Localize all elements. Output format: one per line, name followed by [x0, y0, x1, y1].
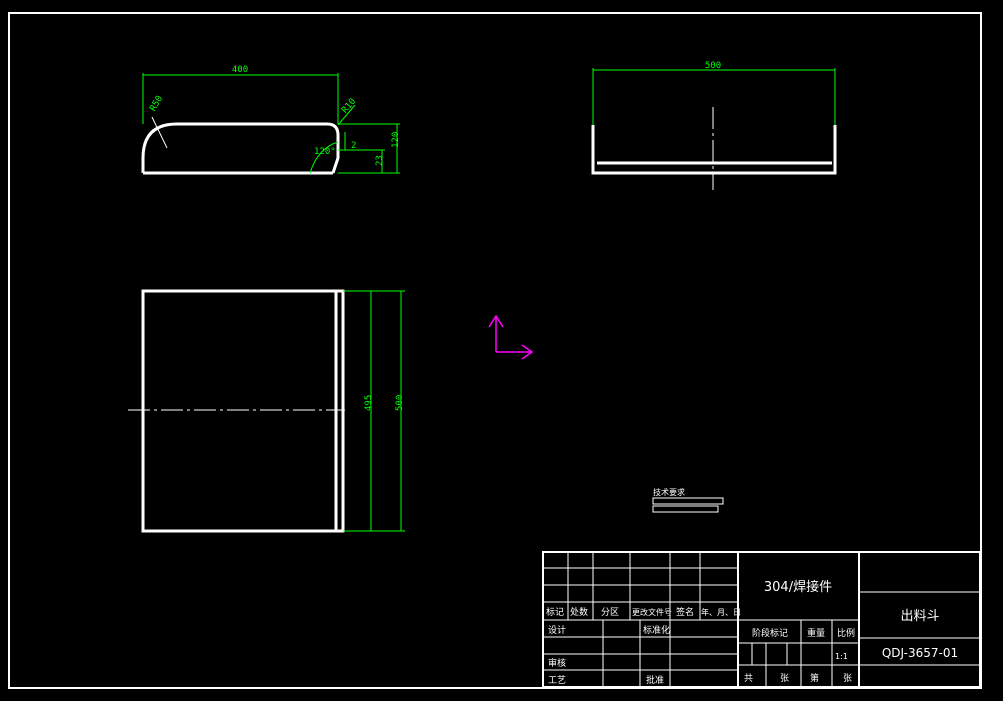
part-name: 出料斗	[900, 609, 939, 624]
header-change-doc: 更改文件号	[632, 607, 672, 617]
design-label: 设计	[548, 624, 566, 636]
material-text: 304/焊接件	[764, 579, 832, 595]
dim-label-500: 500	[705, 61, 721, 71]
tech-note: 技术要求	[652, 487, 724, 513]
page-label: 第	[810, 672, 819, 684]
front-profile-view[interactable]: 400 R50 R10 120° 2 23 120	[141, 65, 401, 175]
side-outline	[591, 125, 837, 175]
standardization-label: 标准化	[643, 624, 670, 636]
sheet-label-2: 张	[843, 673, 852, 684]
tech-note-line	[652, 497, 724, 505]
weight-label: 重量	[807, 627, 825, 639]
tech-note-title: 技术要求	[653, 487, 685, 497]
header-date: 年、月、日	[701, 607, 741, 617]
dim-label-r10: R10	[340, 97, 358, 116]
dim-label-495: 495	[364, 395, 374, 411]
r10-leader	[337, 104, 356, 126]
dim-label-23: 23	[375, 155, 385, 166]
approve-label: 批准	[646, 674, 664, 686]
title-block-text: 标记 处数 分区 更改文件号 签名 年、月、日 设计 标准化 审核 工艺 批准 …	[546, 579, 958, 686]
title-block[interactable]	[542, 551, 981, 688]
total-label: 共	[744, 673, 753, 684]
dim-label-2: 2	[351, 141, 356, 151]
stage-mark-label: 阶段标记	[752, 627, 788, 639]
dim-label-r50: R50	[148, 94, 165, 113]
sheet-label: 张	[780, 673, 789, 684]
dim-label-angle: 120°	[314, 147, 336, 157]
dim-label-500-plan: 500	[395, 395, 405, 411]
review-label: 审核	[548, 657, 566, 669]
drawing-border	[8, 12, 982, 689]
ucs-icon	[488, 314, 534, 360]
header-zone: 分区	[601, 607, 619, 618]
side-view[interactable]: 500	[591, 61, 837, 190]
dim-label-120: 120	[391, 132, 401, 148]
plan-view[interactable]: 495 500	[128, 289, 405, 533]
scale-label: 比例	[837, 627, 855, 639]
plan-outline	[141, 289, 345, 533]
tech-note-line	[652, 505, 719, 513]
process-label: 工艺	[548, 675, 566, 686]
r50-leader	[151, 116, 168, 149]
drawing-number: QDJ-3657-01	[882, 646, 958, 660]
dim-label-400: 400	[232, 65, 248, 75]
header-mark: 标记	[546, 606, 564, 618]
header-count: 处数	[570, 606, 588, 618]
header-signature: 签名	[676, 606, 694, 618]
scale-value: 1:1	[835, 652, 848, 661]
profile-outline	[141, 122, 340, 174]
angle-arc	[309, 141, 339, 174]
